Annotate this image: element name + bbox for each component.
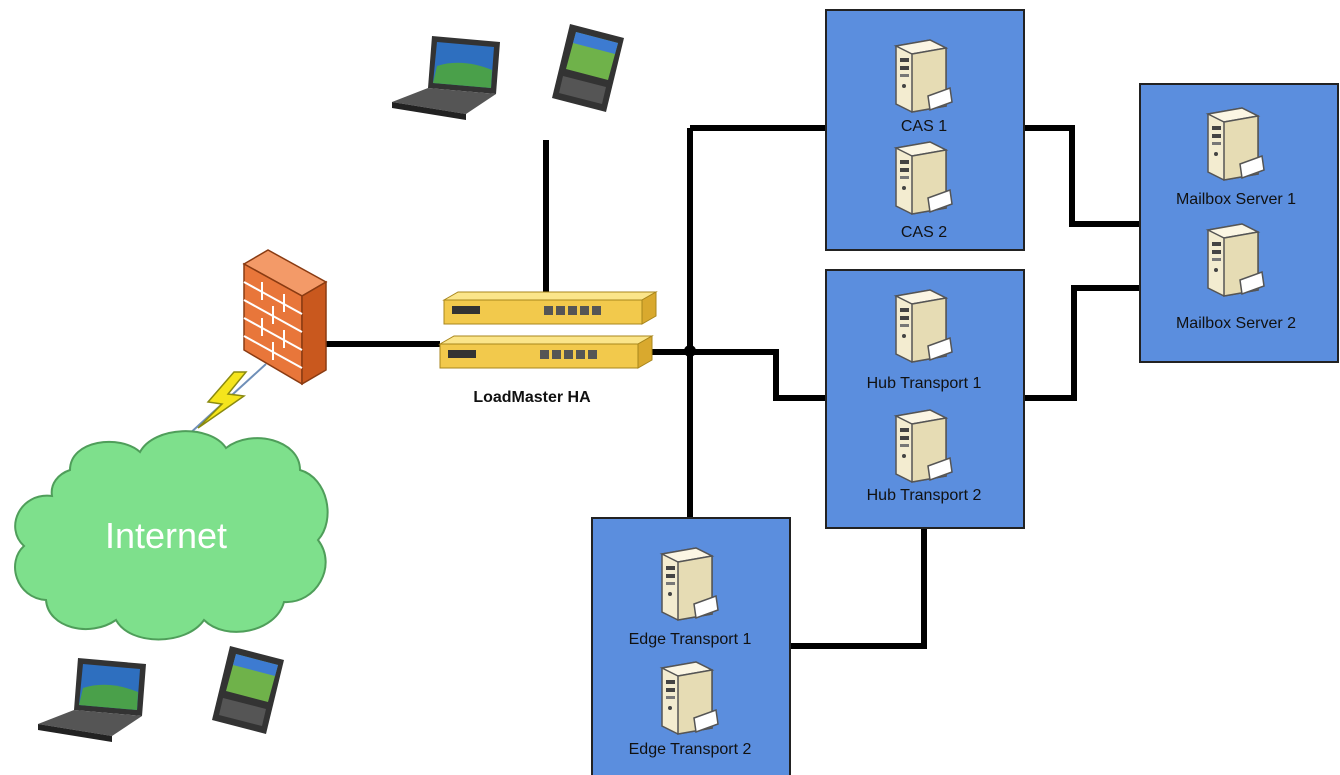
mailbox-server-1-label: Mailbox Server 1 [1176,191,1296,208]
server-icon [1207,223,1265,297]
laptop-icon [38,658,146,742]
mailbox-server-2-label: Mailbox Server 2 [1176,315,1296,332]
server-icon [895,289,953,363]
server-icon [1207,107,1265,181]
server-icon [895,141,953,215]
smartphone-icon [212,646,284,734]
server-icon [661,661,719,735]
smartphone-icon [552,24,624,112]
connection-lines [326,125,1140,649]
cas-1-label: CAS 1 [901,118,947,135]
hub-transport-2-label: Hub Transport 2 [867,487,982,504]
server-icon [895,39,953,113]
hub-transport-group: Hub Transport 1 Hub Transport 2 [825,269,1025,529]
mailbox-group: Mailbox Server 1 Mailbox Server 2 [1139,83,1339,363]
edge-transport-2-label: Edge Transport 2 [629,741,752,758]
load-balancer-icon [439,291,657,369]
cloud-icon [14,430,329,641]
cas-2-label: CAS 2 [901,224,947,241]
cas-group: CAS 1 CAS 2 [825,9,1025,251]
edge-transport-1-label: Edge Transport 1 [629,631,752,648]
firewall-icon [242,249,328,386]
loadmaster-label: LoadMaster HA [473,389,591,406]
server-icon [895,409,953,483]
laptop-icon [392,36,500,120]
hub-transport-1-label: Hub Transport 1 [867,375,982,392]
server-icon [661,547,719,621]
internet-label: Internet [105,515,227,556]
edge-transport-group: Edge Transport 1 Edge Transport 2 [591,517,791,775]
